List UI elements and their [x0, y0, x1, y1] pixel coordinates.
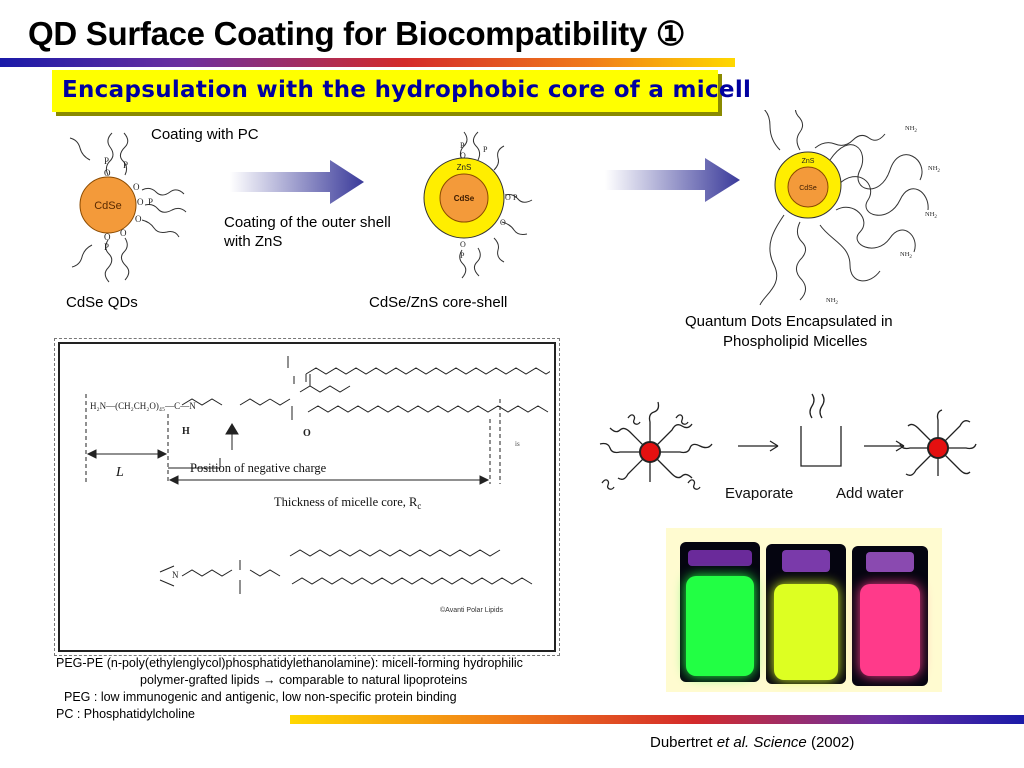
o-atom: O	[505, 193, 511, 202]
fluorescent-vials-photo	[666, 528, 942, 692]
nh2-subscript: 2	[909, 255, 912, 260]
cdse-qds-caption: CdSe QDs	[66, 294, 138, 311]
cdse-core	[439, 173, 489, 223]
o-atom: O	[500, 218, 506, 227]
vial-pink-frame	[852, 546, 928, 686]
nh2-subscript: 2	[835, 301, 838, 306]
nh2-label: NH	[928, 165, 938, 172]
p-atom: P	[513, 193, 518, 202]
copyright-label: ©Avanti Polar Lipids	[440, 606, 504, 614]
svg-text:NH2: NH2	[826, 297, 838, 306]
o-atom: O	[133, 182, 140, 192]
cdse-core	[79, 176, 137, 234]
p-atom: P	[460, 251, 465, 260]
length-l-label: L	[115, 465, 124, 480]
qd-core-dot	[927, 437, 949, 459]
nh2-label: NH	[900, 251, 910, 258]
subtitle-box	[52, 70, 718, 112]
svg-text:Thickness of micelle core, Rc: Thickness of micelle core, Rc	[274, 495, 421, 511]
core-shell-figure: CdSe ZnS P O P O P O O P	[423, 131, 533, 279]
citation-author: Dubertret	[650, 734, 717, 751]
process-arrow	[230, 160, 364, 204]
is-fragment-label: is	[515, 440, 520, 448]
qd-coating-diagram: CdSe P O P O O P O O P O CdSe	[69, 110, 940, 306]
o-atom: O	[137, 197, 144, 207]
o-atom-label: O	[303, 428, 311, 439]
nh2-subscript: 2	[937, 169, 940, 174]
cdse-qd-figure: CdSe P O P O O P O O P O	[69, 132, 187, 283]
lipid-structure-panel	[54, 338, 560, 656]
evaporate-label: Evaporate	[725, 485, 793, 500]
coating-zns-label-line2: with ZnS	[224, 233, 283, 250]
note-peg-pe: PEG-PE (n-poly(ethylenglycol)phosphatidy…	[56, 656, 523, 670]
add-water-label: Add water	[836, 485, 904, 500]
p-atom: P	[104, 156, 109, 166]
title-underline-bar	[0, 58, 735, 67]
o-atom: O	[104, 232, 111, 242]
o-atom: O	[135, 214, 142, 224]
p-atom: P	[123, 160, 128, 170]
micelle-caption-line1: Quantum Dots Encapsulated in	[685, 313, 893, 330]
nh2-label: NH	[925, 211, 935, 218]
vial-yellow-frame	[766, 544, 846, 684]
n-atom-label: N	[172, 570, 179, 580]
citation-etal: et al.	[716, 734, 750, 751]
note-pc: PC : Phosphatidylcholine	[56, 707, 195, 721]
zns-shell-label: ZnS	[802, 158, 815, 165]
coating-zns-label-line1: Coating of the outer shell	[224, 214, 391, 231]
citation-journal: Science	[753, 734, 807, 751]
o-atom: O	[104, 168, 111, 178]
vial-green-frame	[680, 542, 760, 682]
core-shell-caption: CdSe/ZnS core-shell	[369, 294, 508, 311]
p-atom: P	[104, 242, 109, 252]
vial-yellow	[774, 584, 838, 680]
p-atom: P	[148, 197, 153, 207]
svg-text:NH2: NH2	[928, 165, 940, 174]
h-atom-label: H	[182, 426, 190, 437]
coating-pc-label: Coating with PC	[151, 126, 259, 143]
micelle-caption-line2: Phospholipid Micelles	[723, 333, 868, 350]
micelle-formation-process: Evaporate Add water	[599, 393, 977, 500]
zns-shell-label: ZnS	[457, 163, 472, 172]
cdse-core	[787, 166, 829, 208]
negative-charge-label: Position of negative charge	[190, 461, 327, 475]
p-atom: P	[460, 141, 465, 150]
nh2-subscript: 2	[934, 215, 937, 220]
nh2-label: NH	[826, 297, 836, 304]
micelle-thickness-subscript: c	[417, 501, 421, 511]
note-lipoproteins: polymer-grafted lipids → comparable to n…	[140, 673, 468, 687]
svg-text:NH2: NH2	[900, 251, 912, 260]
nh2-subscript: 2	[914, 129, 917, 134]
o-atom: O	[120, 228, 127, 238]
citation-year: (2002)	[806, 734, 855, 751]
micelle-thickness-label: Thickness of micelle core, R	[274, 495, 418, 509]
footer-bar	[290, 715, 1024, 724]
svg-text:NH2: NH2	[925, 211, 937, 220]
note-peg: PEG : low immunogenic and antigenic, low…	[64, 690, 457, 704]
vial-green	[686, 576, 754, 676]
cdse-core-label: CdSe	[799, 185, 817, 192]
lipid-structure-drawing: H₂N—(CH₂CH₂O)₄₅—C—N H O is L Position of…	[85, 356, 550, 614]
o-atom: O	[460, 240, 466, 249]
nh2-label: NH	[905, 125, 915, 132]
qd-core-dot	[639, 441, 661, 463]
page-title: QD Surface Coating for Biocompatibility …	[28, 15, 686, 52]
micelle-qd-figure: CdSe ZnS NH2 NH2 NH2 NH2 NH2 NH2 NH2 NH2	[759, 110, 940, 306]
p-atom: P	[483, 145, 488, 154]
cdse-core-label: CdSe	[454, 194, 475, 203]
o-atom: O	[460, 151, 466, 160]
cdse-core-label: CdSe	[94, 200, 122, 212]
process-arrow	[605, 158, 740, 202]
subtitle: Encapsulation with the hydrophobic core …	[62, 77, 752, 103]
svg-text:NH2: NH2	[905, 125, 917, 134]
peg-formula: H₂N—(CH₂CH₂O)₄₅—C—N	[90, 401, 196, 411]
vial-pink	[860, 584, 920, 676]
citation: Dubertret et al. Science (2002)	[650, 734, 854, 751]
